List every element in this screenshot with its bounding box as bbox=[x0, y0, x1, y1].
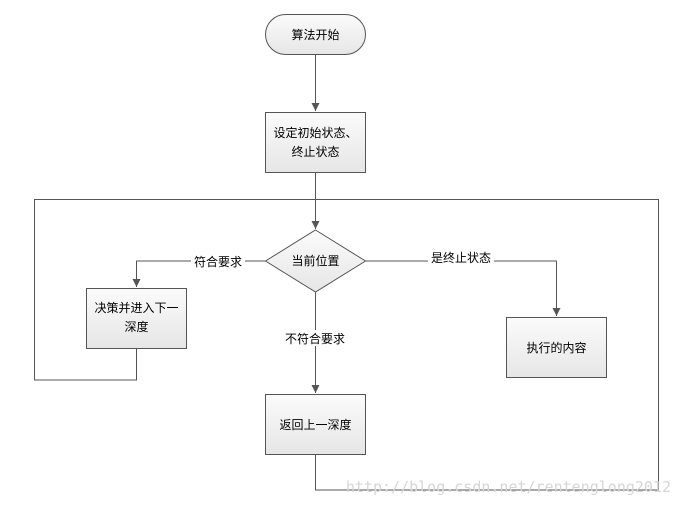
edge-label-bg-meets bbox=[191, 253, 245, 269]
loop-back-to-top bbox=[315, 199, 659, 491]
start-node bbox=[265, 14, 366, 55]
decision-label: 当前位置 bbox=[291, 253, 339, 268]
decision-node bbox=[264, 229, 367, 293]
advance-node bbox=[86, 288, 187, 349]
back-node bbox=[265, 394, 366, 455]
back-label: 返回上一深度 bbox=[279, 417, 351, 432]
edge-label-bg-not-meets bbox=[280, 330, 350, 346]
advance-label-line1: 决策并进入下一 bbox=[94, 301, 178, 315]
execute-label: 执行的内容 bbox=[526, 340, 586, 355]
init-node bbox=[265, 112, 366, 173]
start-label: 算法开始 bbox=[291, 27, 339, 42]
edge-decision-to-execute bbox=[365, 260, 561, 316]
execute-node bbox=[506, 317, 607, 378]
edge-label-not-meets: 不符合要求 bbox=[285, 331, 345, 346]
edge-label-terminal: 是终止状态 bbox=[431, 250, 491, 265]
advance-label-line2: 深度 bbox=[124, 319, 148, 334]
init-label-line1: 设定初始状态、 bbox=[273, 125, 357, 140]
loop-advance-to-top bbox=[34, 199, 316, 381]
edge-label-meets: 符合要求 bbox=[194, 254, 242, 269]
init-label-line2: 终止状态 bbox=[291, 144, 339, 159]
edge-label-bg-terminal bbox=[428, 253, 494, 269]
watermark: http://blog.csdn.net/rentenglong2012 bbox=[346, 478, 671, 496]
